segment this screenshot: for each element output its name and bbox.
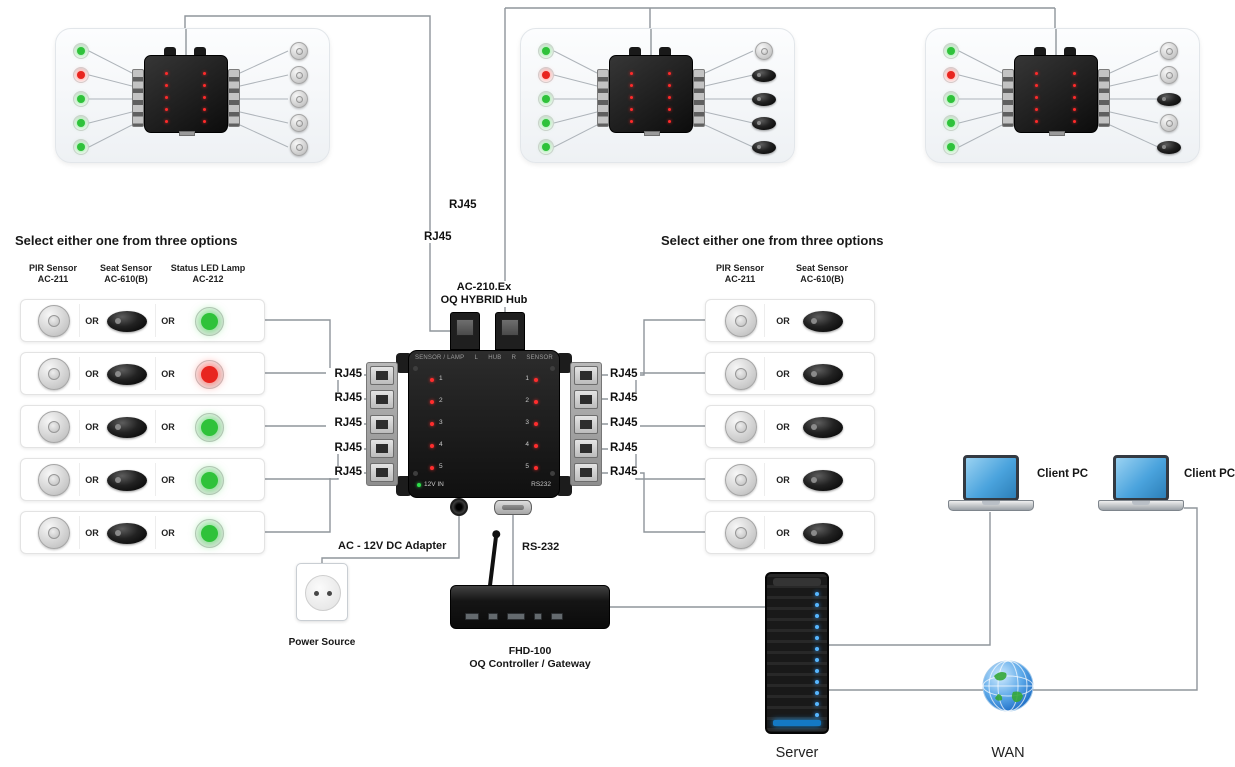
connection-wires [184, 7, 1198, 691]
